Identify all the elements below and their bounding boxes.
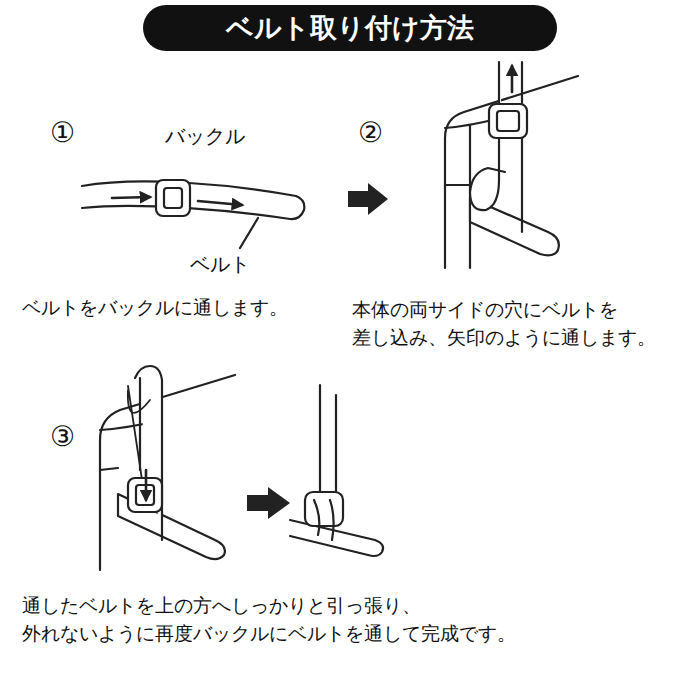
- part-name: バックル: [165, 124, 245, 148]
- step-text: 通したベルトを上の方へしっかりと引っ張り、 外れないように再度バックルにベルトを…: [22, 592, 592, 647]
- belt-figure: [82, 180, 304, 248]
- step-number: ②: [358, 116, 383, 150]
- step-arrows: [247, 183, 388, 519]
- step-text: 本体の両サイドの穴にベルトを 差し込み、矢印のように通します。: [352, 296, 694, 351]
- attached-belt-figure: [290, 385, 383, 556]
- leader-line: [240, 218, 258, 248]
- title: ベルト取り付け方法: [143, 5, 557, 51]
- part-name: ベルト: [190, 252, 250, 276]
- step-text: ベルトをバックルに通します。: [22, 296, 288, 319]
- cooler-box-figure: [445, 62, 578, 268]
- step-number: ③: [50, 420, 75, 454]
- step-number: ①: [50, 116, 75, 150]
- cooler-box-figure: [100, 366, 235, 570]
